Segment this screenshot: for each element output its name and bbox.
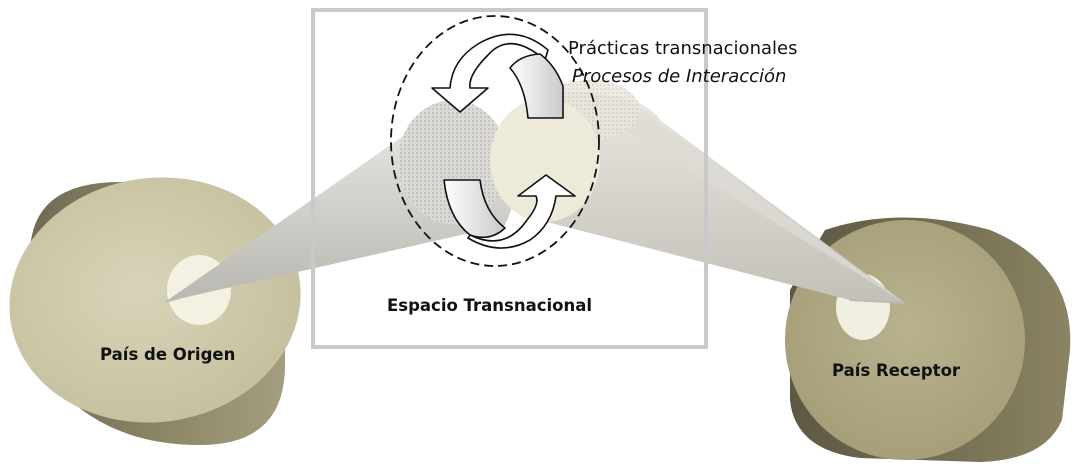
transnational-space-frame <box>311 8 708 349</box>
origin-country-disc <box>9 177 301 445</box>
interaction-oval <box>390 15 600 267</box>
interaction-processes-label: Procesos de Interacción <box>572 66 787 87</box>
origin-country-label: País de Origen <box>100 345 236 364</box>
receiving-country-label: País Receptor <box>832 361 961 380</box>
transnational-space-label: Espacio Transnacional <box>387 296 593 315</box>
receiving-flow-cone <box>490 80 905 303</box>
cycle-arrows-icon <box>431 33 576 249</box>
transnational-practices-label: Prácticas transnacionales <box>568 38 798 59</box>
